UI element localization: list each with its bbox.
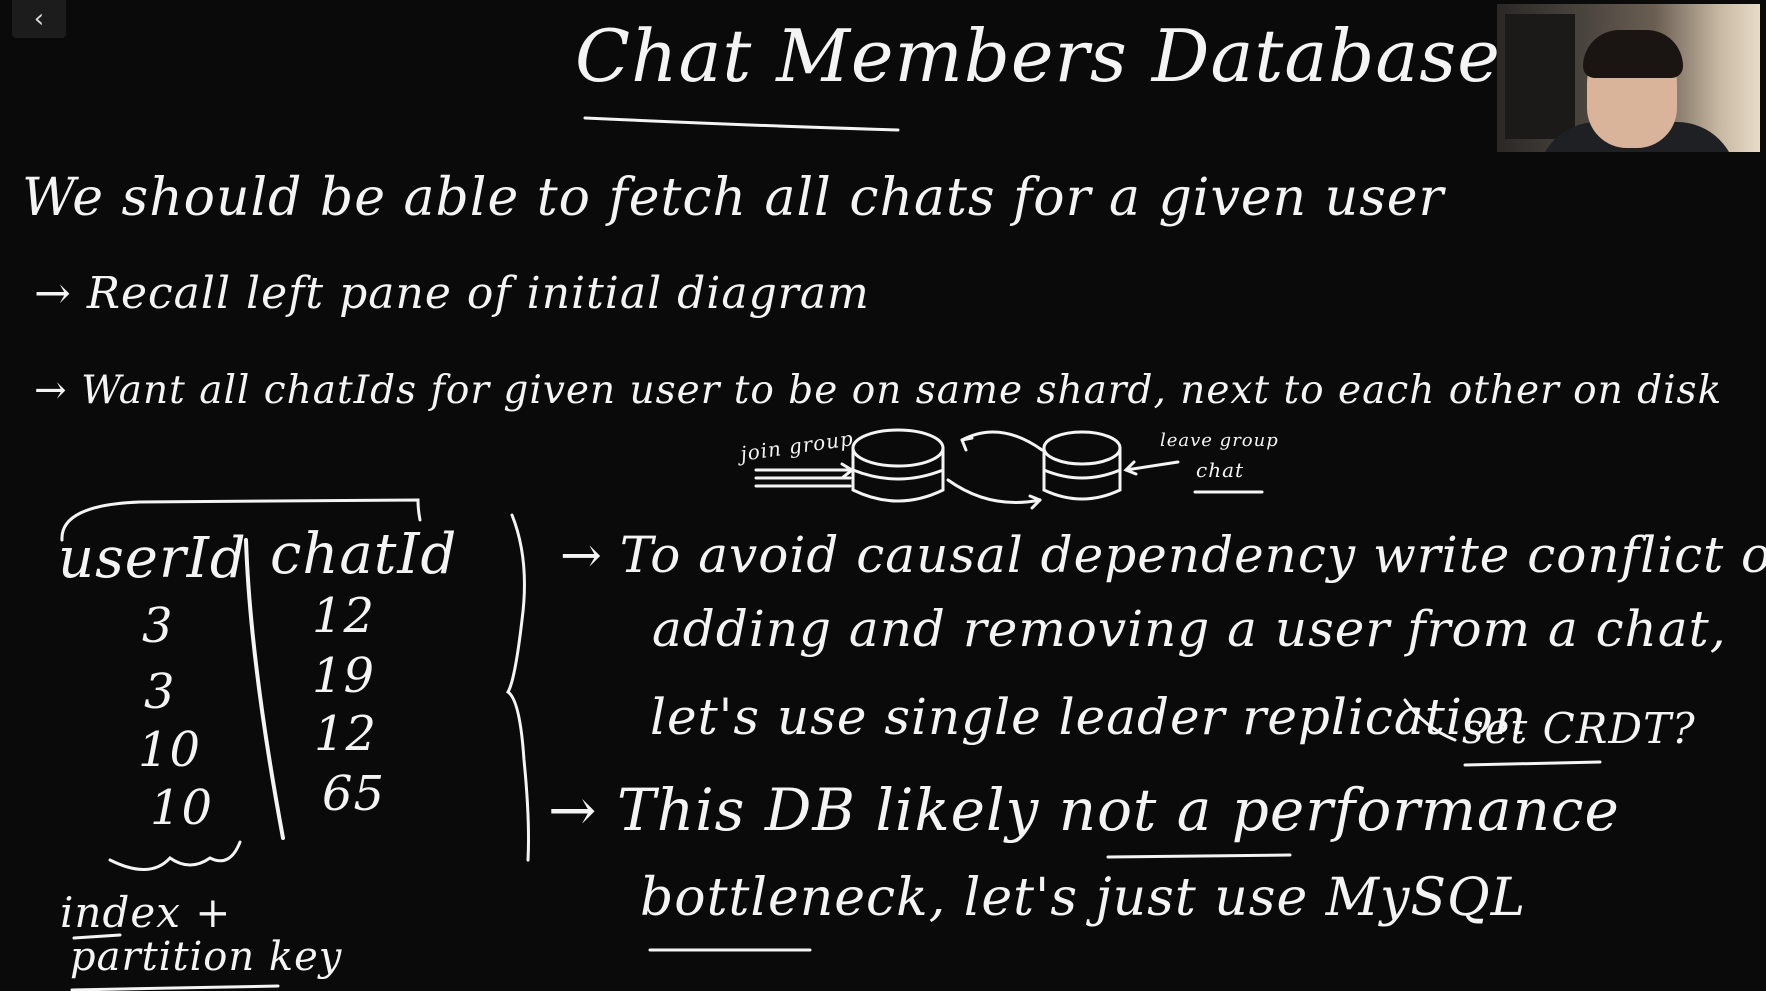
table-cell-userid: 10 [138,722,202,778]
table-cell-chatid: 12 [314,706,378,762]
database-right [1042,430,1122,501]
table-cell-chatid: 12 [312,588,376,644]
webcam-presenter-hair [1583,30,1683,78]
page-title: Chat Members Database [575,14,1501,98]
requirement-line: We should be able to fetch all chats for… [22,168,1445,228]
brace [505,513,530,862]
table-divider [244,538,285,840]
leave-arrow [1124,460,1180,472]
partition-key-note: partition key [70,934,343,980]
database-left [851,428,945,503]
recall-line: → Recall left pane of initial diagram [34,268,870,319]
table-cell-userid: 3 [142,598,174,654]
replication-arrow-top [960,430,1044,452]
conflict-note: → To avoid causal dependency write confl… [560,526,1766,584]
index-note: index + [60,888,232,937]
title-underline [583,116,900,132]
table-cell-chatid: 19 [312,648,376,704]
table-cell-userid: 10 [150,780,214,836]
back-button[interactable]: ‹ [12,0,66,38]
replication-note: let's use single leader replication [650,688,1528,746]
conflict-note-cont: adding and removing a user from a chat, [652,600,1727,658]
crdt-note: set CRDT? [1462,704,1696,753]
shard-line: → Want all chatIds for given user to be … [34,368,1723,413]
table-header-chatid: chatId [270,522,458,587]
table-cell-chatid: 65 [322,766,386,822]
table-top-curve [60,498,422,542]
table-header-userid: userId [58,526,247,591]
replication-arrow-bottom [946,478,1042,504]
leave-group-label: leave group [1160,430,1279,451]
performance-note: → This DB likely not a performance [548,776,1620,844]
performance-underline [1106,853,1292,859]
webcam-background-shelf [1505,14,1575,139]
crdt-arrow [1403,698,1457,742]
mysql-note: bottleneck, let's just use MySQL [640,868,1527,928]
crdt-underline [1463,760,1602,767]
chat-label: chat [1196,458,1245,482]
chevron-left-icon: ‹ [33,4,45,34]
index-underline [72,933,122,940]
webcam-overlay [1497,4,1760,152]
table-squiggle [108,840,242,871]
table-cell-userid: 3 [144,664,176,720]
join-arrows [754,468,852,488]
